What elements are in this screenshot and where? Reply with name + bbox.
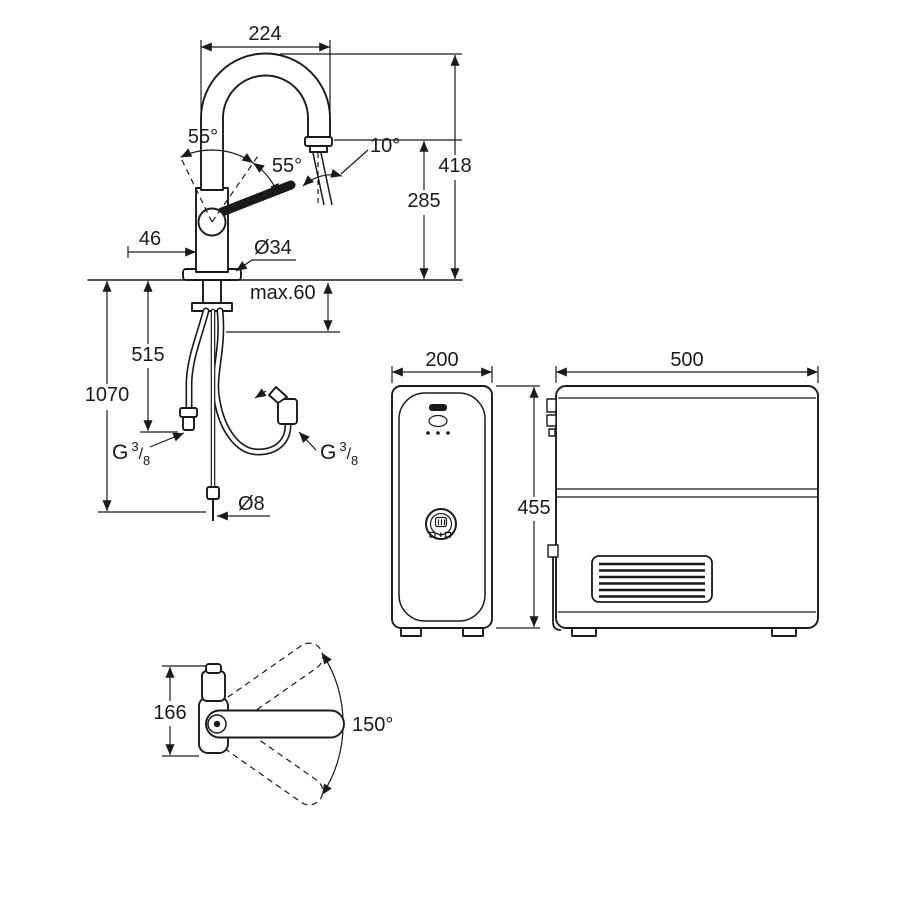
handle-lever <box>217 180 296 217</box>
label-spout-height: 285 <box>407 190 440 212</box>
spout-curve <box>200 52 331 191</box>
handle-position-dashed-a <box>180 157 213 223</box>
handle-top-view <box>201 670 226 702</box>
label-total-height: 418 <box>438 155 471 177</box>
label-stream-angle: 10° <box>370 135 400 157</box>
leader-10 <box>340 149 369 175</box>
indicator-dot <box>436 431 440 435</box>
sensor-button <box>428 414 448 428</box>
power-cord <box>552 557 562 631</box>
swivel-pivot-center <box>213 720 221 728</box>
label-handle-depth: 46 <box>139 228 161 250</box>
dim-body-length: 166 <box>153 665 206 757</box>
logo-caption-plus <box>438 532 443 537</box>
label-supply-height: 515 <box>131 344 164 366</box>
label-hose-length: 1070 <box>85 384 130 406</box>
cooler-side-view: 500 <box>546 349 819 637</box>
faucet-top-view: 150° 166 <box>153 642 393 806</box>
faucet-side-view: 55° 55° 10° 224 418 285 <box>85 23 472 521</box>
label-handle-angle-a: 55° <box>188 126 218 148</box>
cooler-side-foot-left <box>571 627 597 637</box>
hose-connector-left-body <box>182 416 195 431</box>
supply-hoses <box>179 307 298 521</box>
leader-d34 <box>235 259 296 272</box>
handle-position-dashed-b <box>211 155 259 223</box>
check-valve-fitting <box>268 386 288 404</box>
power-cord-outlet <box>547 544 559 558</box>
cooler-front-panel <box>398 392 486 622</box>
mounting-hardware <box>191 279 233 312</box>
dim-cooler-height: 455 <box>496 385 551 629</box>
indicator-dots <box>426 431 450 435</box>
label-cooler-height: 455 <box>517 497 550 519</box>
dim-filter-hose: Ø8 <box>217 493 270 521</box>
label-cooler-width: 200 <box>425 349 458 371</box>
dim-spout-reach: 224 <box>200 23 331 112</box>
angle-arc-10 <box>302 168 343 187</box>
hose-port-lower <box>546 414 557 427</box>
logo-caption-box-left <box>429 531 436 538</box>
status-led-icon <box>429 404 447 411</box>
label-filter-hose-diameter: Ø8 <box>238 493 265 515</box>
filter-hose-connector <box>206 486 220 500</box>
dim-cooler-width: 200 <box>391 349 493 383</box>
mousseur <box>309 145 328 153</box>
leader-thread-left <box>149 432 185 448</box>
cooler-front-foot-right <box>462 627 484 637</box>
grille-louvers <box>599 562 705 598</box>
leader-thread-right <box>298 431 317 451</box>
spout-outlet <box>304 136 333 147</box>
dim-cooler-depth: 500 <box>555 349 819 383</box>
label-swivel-angle: 150° <box>352 714 393 736</box>
flow-direction-arrow <box>254 388 267 399</box>
label-base-diameter: Ø34 <box>254 237 292 259</box>
indicator-dot <box>446 431 450 435</box>
logo-outer-ring <box>425 508 457 540</box>
logo-glyph <box>434 516 448 528</box>
label-body-length: 166 <box>153 702 186 724</box>
hose-port-nub <box>548 428 556 437</box>
spout-top-view <box>205 709 345 739</box>
label-max-deck: max.60 <box>250 282 316 304</box>
hose-connector-left-nut <box>179 407 198 418</box>
logo-caption-box-right <box>444 531 452 538</box>
supply-hose-loop-core <box>213 309 290 454</box>
dim-total-height: 418 <box>280 53 472 279</box>
dim-base-diameter: Ø34 <box>235 237 296 272</box>
check-valve <box>277 398 298 425</box>
cooler-side-foot-right <box>771 627 797 637</box>
grohe-blue-logo-icon <box>425 508 457 540</box>
label-spout-reach: 224 <box>248 23 281 45</box>
cooler-front-body <box>391 385 493 629</box>
indicator-dot <box>426 431 430 435</box>
angle-arc-55-a <box>180 148 254 164</box>
cooler-front-view: 200 455 <box>391 349 551 637</box>
dim-handle-depth: 46 <box>127 228 196 258</box>
dim-max-deck: max.60 <box>226 282 340 333</box>
faucet-body <box>182 52 333 281</box>
handle-swing-indication: 55° 55° <box>180 126 302 223</box>
label-cooler-depth: 500 <box>670 349 703 371</box>
hose-port-upper <box>546 398 557 413</box>
dim-supply-height: 515 <box>131 281 178 433</box>
handle-knob-top-view <box>205 663 222 674</box>
cooler-front-foot-left <box>400 627 422 637</box>
supply-hose-left-core <box>187 309 208 410</box>
label-handle-angle-b: 55° <box>272 155 302 177</box>
ventilation-grille-icon <box>591 555 713 603</box>
dim-spout-height: 285 <box>334 139 462 279</box>
angle-arc-55-b <box>252 162 280 196</box>
dim-hose-length: 1070 <box>85 281 206 513</box>
